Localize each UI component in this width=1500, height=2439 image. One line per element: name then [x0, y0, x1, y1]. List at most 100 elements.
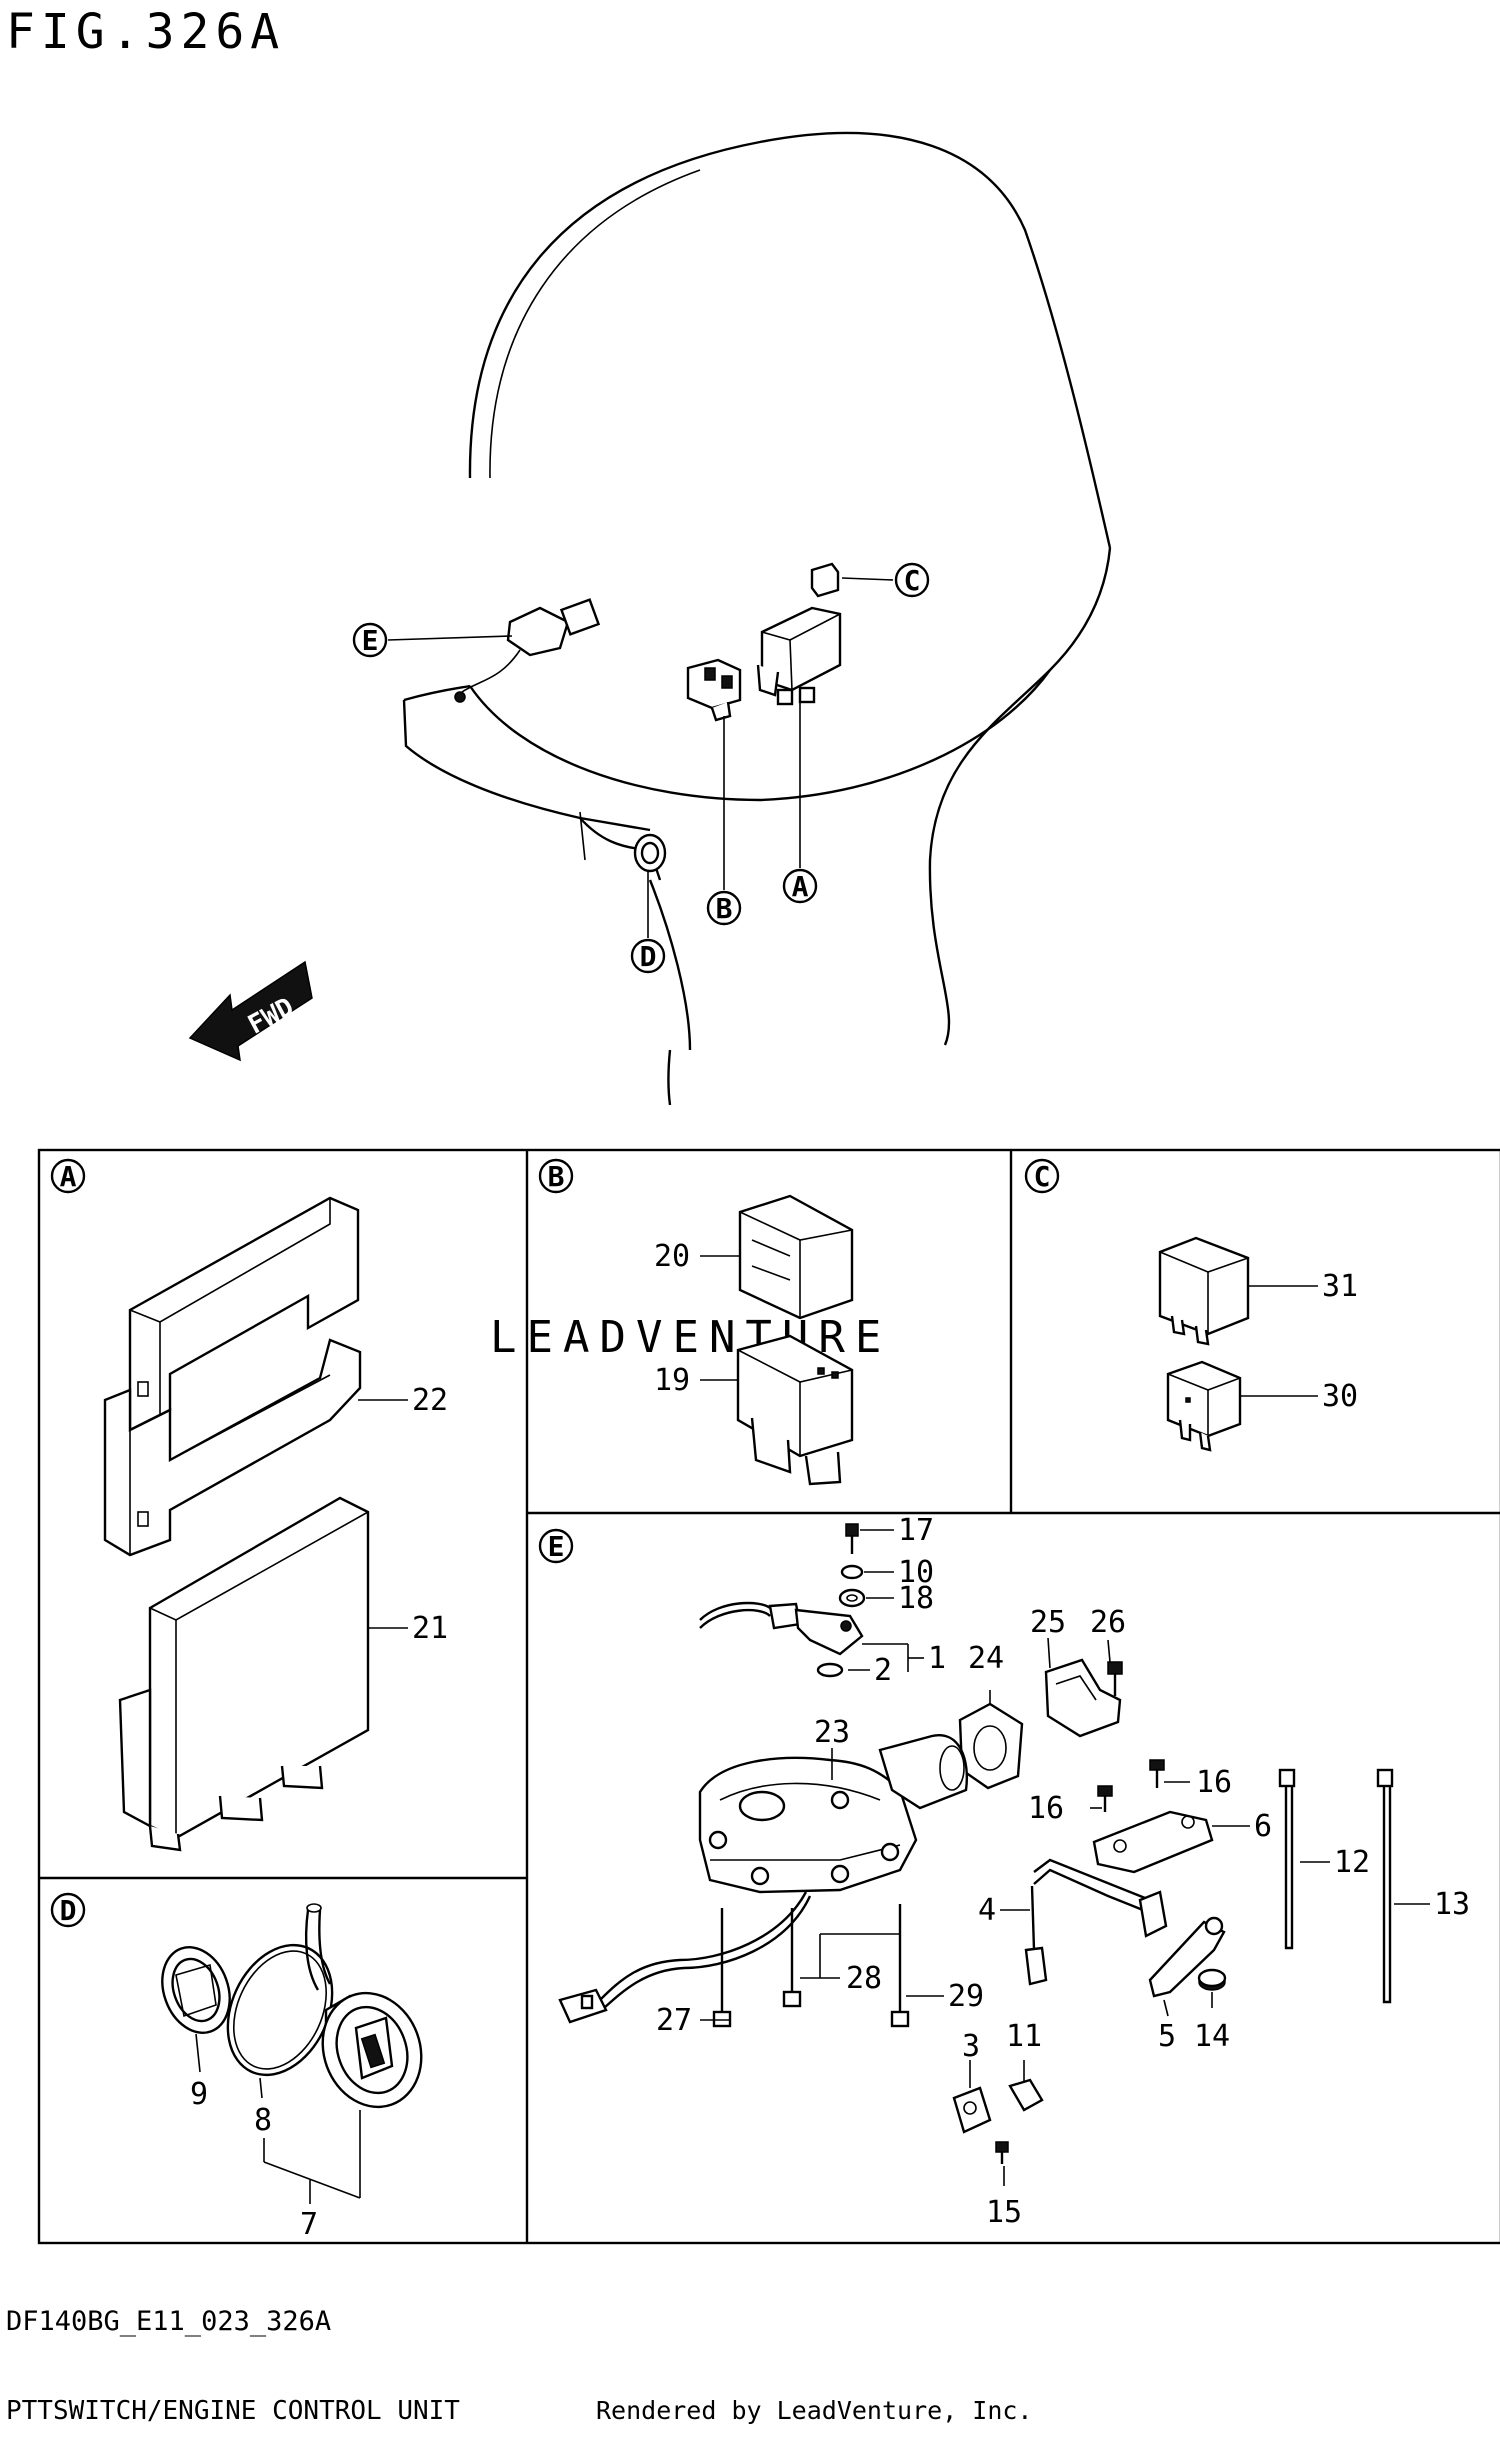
part-number-13: 13	[1434, 1887, 1470, 1922]
bolt-16-left	[1097, 1785, 1113, 1812]
svg-text:C: C	[904, 564, 921, 597]
tie-wrap-12	[1278, 1768, 1296, 1950]
nut-14	[1197, 1968, 1227, 1991]
part-number-1: 1	[928, 1641, 946, 1676]
part-number-17: 17	[898, 1513, 934, 1548]
spacer-24	[958, 1702, 1024, 1790]
bolt-29	[890, 1904, 910, 2028]
ecu-body-21	[118, 1496, 370, 1852]
figure-title: FIG.326A	[6, 4, 286, 60]
callout-d-top: D	[630, 938, 666, 974]
clamp-11	[1008, 2078, 1044, 2112]
part-number-10: 10	[898, 1555, 934, 1590]
relay-overview	[810, 562, 840, 598]
part-number-7: 7	[300, 2207, 318, 2242]
top-leaders	[387, 577, 894, 938]
callout-c-top: C	[894, 562, 930, 598]
part-number-6: 6	[1254, 1809, 1272, 1844]
part-number-3: 3	[962, 2029, 980, 2064]
part-number-21: 21	[412, 1611, 448, 1646]
panel-d-leaders	[195, 2033, 361, 2204]
part-number-22: 22	[412, 1383, 448, 1418]
washer-10	[840, 1564, 864, 1580]
callout-b-top: B	[706, 890, 742, 926]
part-number-29: 29	[948, 1979, 984, 2014]
relay-31	[1158, 1236, 1250, 1346]
part-number-5: 5	[1158, 2019, 1176, 2054]
frame-label-c: C	[1024, 1158, 1060, 1194]
svg-text:A: A	[60, 1160, 77, 1193]
bolt-17	[845, 1523, 859, 1554]
panel-e-leaders	[700, 1529, 1430, 2186]
part-number-11: 11	[1006, 2019, 1042, 2054]
panel-c-leaders	[1240, 1285, 1318, 1397]
lever-4	[1024, 1858, 1168, 1986]
panel-b-leaders	[700, 1255, 740, 1381]
part-number-28: 28	[846, 1961, 882, 1996]
trim-switch-7	[304, 1903, 423, 2109]
bolt-26	[1107, 1661, 1123, 1696]
svg-text:LEADVENTURE: LEADVENTURE	[490, 1312, 891, 1363]
part-number-16-right: 16	[1196, 1765, 1232, 1800]
frame-label-a: A	[50, 1158, 86, 1194]
grommet-18	[838, 1588, 866, 1608]
relay-30	[1166, 1360, 1242, 1452]
connector-body-19	[736, 1334, 854, 1486]
bracket-25	[1044, 1658, 1122, 1738]
part-number-4: 4	[978, 1893, 996, 1928]
part-number-12: 12	[1334, 1845, 1370, 1880]
svg-text:B: B	[548, 1160, 565, 1193]
frame-label-d: D	[50, 1892, 86, 1928]
ecu-overview	[756, 606, 842, 706]
connector-overview	[686, 658, 742, 722]
figure-code: DF140BG_E11_023_326A	[6, 2306, 332, 2337]
part-number-8: 8	[254, 2103, 272, 2138]
grommet-overview	[633, 833, 667, 873]
part-number-2: 2	[874, 1653, 892, 1688]
harness-cable	[558, 1891, 812, 2024]
grommet-9	[161, 1946, 231, 2034]
forward-arrow: FWD	[188, 960, 313, 1062]
bolt-27	[712, 1908, 732, 2028]
frame-label-b: B	[538, 1158, 574, 1194]
ecu-cover-22	[103, 1196, 362, 1557]
part-number-27: 27	[656, 2003, 692, 2038]
part-number-25: 25	[1030, 1605, 1066, 1640]
svg-text:B: B	[716, 892, 733, 925]
watermark: LEADVENTURE	[490, 1312, 891, 1363]
ptt-motor-23	[698, 1734, 968, 1894]
part-number-15: 15	[986, 2195, 1022, 2230]
connector-cover-20	[738, 1194, 854, 1320]
frame-label-e: E	[538, 1528, 574, 1564]
part-number-24: 24	[968, 1641, 1004, 1676]
part-number-30: 30	[1322, 1379, 1358, 1414]
plate-6	[1092, 1810, 1214, 1874]
part-number-31: 31	[1322, 1269, 1358, 1304]
part-number-26: 26	[1090, 1605, 1126, 1640]
panel-a-leaders	[358, 1399, 408, 1629]
svg-text:E: E	[362, 624, 379, 657]
svg-text:A: A	[792, 870, 809, 903]
engine-cowling-outline	[402, 131, 1112, 1106]
part-number-14: 14	[1194, 2019, 1230, 2054]
detail-frames	[37, 1148, 1500, 2245]
figure-name: PTTSWITCH/ENGINE CONTROL UNIT	[6, 2396, 460, 2426]
part-number-20: 20	[654, 1239, 690, 1274]
trim-sender-1	[699, 1601, 864, 1678]
bolt-16-right	[1149, 1759, 1165, 1788]
lever-5	[1148, 1916, 1226, 1998]
bracket-3	[952, 2086, 992, 2134]
part-number-16-left: 16	[1028, 1791, 1064, 1826]
bolt-28	[782, 1908, 802, 2008]
callout-a-top: A	[782, 868, 818, 904]
part-number-23: 23	[814, 1715, 850, 1750]
callout-e-top: E	[352, 622, 388, 658]
screw-15	[995, 2141, 1009, 2164]
svg-text:C: C	[1034, 1160, 1051, 1193]
part-number-9: 9	[190, 2077, 208, 2112]
part-number-19: 19	[654, 1363, 690, 1398]
rendered-credit: Rendered by LeadVenture, Inc.	[596, 2396, 1033, 2425]
svg-text:E: E	[548, 1530, 565, 1563]
svg-text:D: D	[640, 940, 657, 973]
